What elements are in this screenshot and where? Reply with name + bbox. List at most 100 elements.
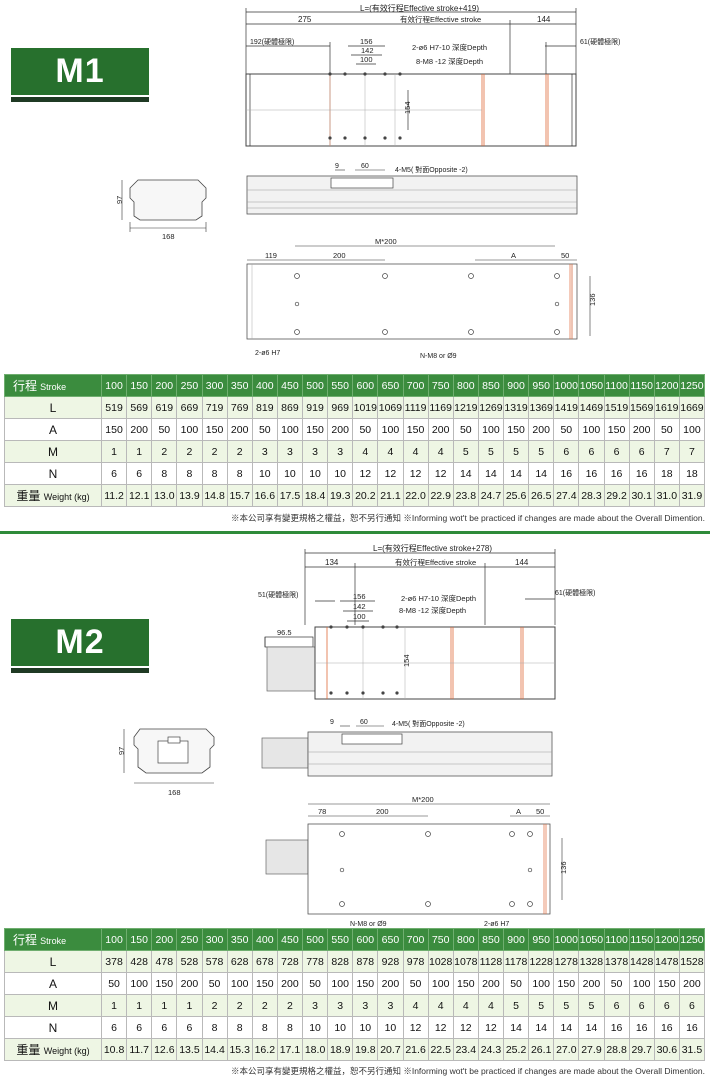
stroke-header-value: 400 [251,374,278,397]
table-cell: 1 [126,440,153,463]
table-cell: 528 [176,950,203,973]
stroke-header-value: 100 [100,374,128,397]
table-cell: 778 [301,950,329,973]
dim-effective-stroke: 有效行程Effective stroke [395,557,476,567]
table-cell: 819 [251,396,278,419]
weight-cell: 17.1 [276,1038,304,1061]
m2-profile-drawing: 97 168 [117,728,215,797]
stroke-header-value: 700 [402,928,429,951]
stroke-header-value: 600 [352,374,379,397]
dim-97: 97 [117,747,126,755]
stroke-header-value: 600 [352,928,379,951]
table-cell: 2 [276,994,304,1017]
dim-total-length: L=(有效行程Effective stroke+419) [360,3,479,13]
table-cell: 10 [327,462,354,485]
table-cell: 50 [301,972,329,995]
table-cell: 6 [628,440,655,463]
m1-bottom-view-drawing: M*200 119 200 A 50 136 2-ø6 H7 N-M8 or Ø… [246,237,597,360]
stroke-header-value: 400 [251,928,278,951]
hole-note-1: 2-ø6 H7-10 深度Depth [412,42,487,52]
weight-cell: 27.4 [553,484,580,507]
table-cell: 100 [678,418,706,441]
table-cell: 200 [126,418,153,441]
weight-cell: 20.7 [377,1038,404,1061]
table-cell: 1669 [678,396,706,419]
table-cell: 6 [100,1016,128,1039]
dim-60: 60 [360,719,368,726]
m1-profile-drawing: 97 168 [115,179,207,241]
row-label: N [4,462,102,485]
weight-cell: 22.0 [402,484,429,507]
stroke-header-value: 1200 [653,374,680,397]
stroke-header-value: 800 [452,928,479,951]
table-cell: 14 [477,462,505,485]
table-cell: 100 [276,418,304,441]
table-cell: 16 [653,1016,680,1039]
weight-label-cell: 重量 Weight (kg) [4,1038,102,1061]
table-cell: 1 [100,994,128,1017]
table-cell: 1319 [502,396,530,419]
table-cell: 2 [151,440,178,463]
table-cell: 6 [578,440,605,463]
stroke-header-value: 1000 [553,928,580,951]
weight-cell: 12.6 [151,1038,178,1061]
m1-top-view-drawing: L=(有效行程Effective stroke+419) 275 有效行程Eff… [245,3,620,147]
table-cell: 978 [402,950,429,973]
table-cell: 100 [578,418,605,441]
weight-cell: 11.2 [100,484,128,507]
table-cell: 5 [502,994,530,1017]
table-cell: 4 [452,994,479,1017]
table-cell: 1 [126,994,153,1017]
weight-cell: 18.4 [301,484,329,507]
stroke-header-value: 300 [201,374,228,397]
table-cell: 869 [276,396,304,419]
stroke-header-value: 1250 [678,374,706,397]
table-cell: 100 [226,972,253,995]
weight-cell: 18.9 [327,1038,354,1061]
weight-cell: 27.9 [578,1038,605,1061]
stroke-header-value: 900 [502,374,530,397]
weight-cell: 31.5 [678,1038,706,1061]
row-label: A [4,418,102,441]
stroke-header-value: 550 [327,928,354,951]
m2-footnote: ※本公司享有變更規格之權益，恕不另行通知 ※Informing wot't be… [230,1066,705,1076]
table-cell: 8 [226,462,253,485]
weight-cell: 30.1 [628,484,655,507]
row-label: L [4,950,102,973]
stroke-header-value: 700 [402,374,429,397]
table-cell: 18 [678,462,706,485]
table-cell: 719 [201,396,228,419]
weight-cell: 15.7 [226,484,253,507]
model-tag-underline [11,668,149,673]
weight-cell: 13.0 [151,484,178,507]
table-cell: 16 [678,1016,706,1039]
stroke-header-value: 1000 [553,374,580,397]
dim-50: 50 [561,251,569,260]
hole-note-1: 2-ø6 H7-10 深度Depth [401,593,476,603]
weight-cell: 14.4 [201,1038,228,1061]
stroke-header-value: 350 [226,374,253,397]
weight-cell: 25.6 [502,484,530,507]
table-cell: 5 [452,440,479,463]
weight-cell: 31.0 [653,484,680,507]
row-label: M [4,440,102,463]
dim-right-144: 144 [515,558,529,567]
table-cell: 1378 [603,950,630,973]
table-cell: 6 [126,462,153,485]
table-cell: 50 [502,972,530,995]
table-cell: 150 [653,972,680,995]
table-cell: 200 [377,972,404,995]
table-cell: 6 [100,462,128,485]
weight-cell: 21.1 [377,484,404,507]
table-cell: 50 [603,972,630,995]
table-cell: 3 [301,440,329,463]
table-cell: 2 [176,440,203,463]
table-cell: 200 [477,972,505,995]
table-cell: 8 [201,462,228,485]
weight-cell: 24.3 [477,1038,505,1061]
